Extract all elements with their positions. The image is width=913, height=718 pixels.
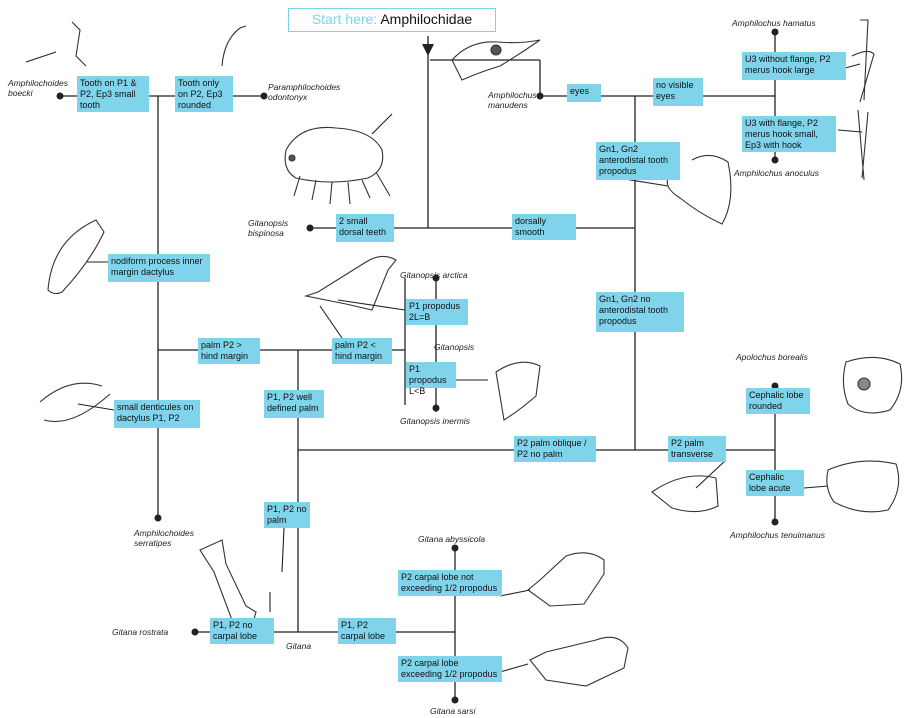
taxon-serratipes: Amphilochoides serratipes [134, 528, 195, 548]
box-p2-oblique: P2 palm oblique / P2 no palm [514, 436, 596, 462]
box-p1-l-b: P1 propodus L<B [406, 362, 456, 396]
taxon-boecki: Amphilochoides boecki [8, 78, 69, 98]
taxon-arctica: Gitanopsis arctica [400, 270, 468, 280]
taxon-hamatus: Amphilochus hamatus [732, 18, 816, 28]
box-u3-flange: U3 with flange, P2 merus hook small, Ep3… [742, 116, 836, 152]
taxon-rostrata: Gitana rostrata [112, 627, 169, 637]
box-no-palm: P1, P2 no palm [264, 502, 310, 528]
taxon-tenuimanus: Amphilochus tenuimanus [730, 530, 825, 540]
box-palm-gt: palm P2 > hind margin [198, 338, 260, 364]
box-no-eyes: no visible eyes [653, 78, 703, 106]
box-gn-no-tooth: Gn1, Gn2 no anterodistal tooth propodus [596, 292, 684, 332]
box-ceph-rounded: Cephalic lobe rounded [746, 388, 810, 414]
box-eyes: eyes [567, 84, 601, 102]
box-p2-transverse: P2 palm transverse [668, 436, 726, 462]
box-gn-tooth: Gn1, Gn2 anterodistal tooth propodus [596, 142, 680, 180]
box-tooth-p2-only: Tooth only on P2, Ep3 rounded [175, 76, 233, 112]
box-u3-no-flange: U3 without flange, P2 merus hook large [742, 52, 846, 80]
box-carpal-not: P2 carpal lobe not exceeding 1/2 propodu… [398, 570, 502, 596]
taxon-borealis: Apolochus borealis [736, 352, 808, 362]
box-tooth-p1p2: Tooth on P1 & P2, Ep3 small tooth [77, 76, 149, 112]
box-two-teeth: 2 small dorsal teeth [336, 214, 394, 242]
box-denticles: small denticules on dactylus P1, P2 [114, 400, 200, 428]
box-well-palm: P1, P2 well defined palm [264, 390, 324, 418]
taxon-manudens: Amphilochus manudens [488, 90, 537, 110]
box-carpal-lobe: P1, P2 carpal lobe [338, 618, 396, 644]
taxon-paramphilochoides: Paramphilochoides odontonyx [268, 82, 341, 102]
box-no-carpal: P1, P2 no carpal lobe [210, 618, 274, 644]
box-carpal-exceeding: P2 carpal lobe exceeding 1/2 propodus [398, 656, 502, 682]
start-box: Start here: Amphilochidae [288, 8, 496, 32]
taxon-abyssicola: Gitana abyssicola [418, 534, 486, 544]
taxon-sarsi: Gitana sarsi [430, 706, 476, 716]
box-palm-lt: palm P2 < hind margin [332, 338, 392, 364]
start-prefix: Start here: [311, 11, 378, 27]
start-family: Amphilochidae [380, 11, 473, 27]
taxon-gitanopsis: Gitanopsis [434, 342, 475, 352]
specimen-sketches [39, 19, 903, 687]
box-dorsally-smooth: dorsally smooth [512, 214, 576, 240]
taxon-inermis: Gitanopsis inermis [400, 416, 470, 426]
taxon-anoculus: Amphilochus anoculus [734, 168, 820, 178]
taxon-bispinosa: Gitanopsis bispinosa [248, 218, 289, 238]
box-nodiform: nodiform process inner margin dactylus [108, 254, 210, 282]
box-p1-2l-b: P1 propodus 2L=B [406, 299, 468, 325]
box-ceph-acute: Cephalic lobe acute [746, 470, 804, 496]
taxon-gitana: Gitana [286, 641, 312, 651]
